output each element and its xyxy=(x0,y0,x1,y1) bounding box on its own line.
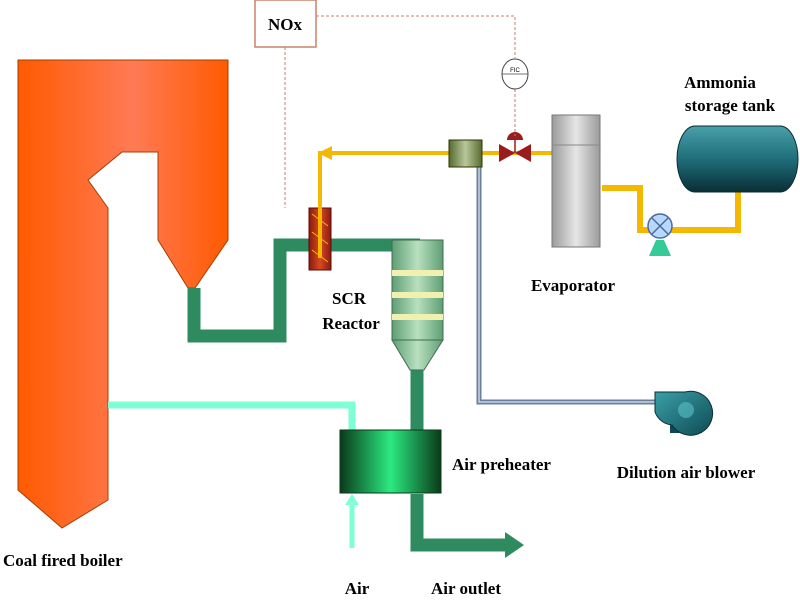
air-outlet-label: Air outlet xyxy=(431,579,501,598)
ammonia-flow-arrow xyxy=(318,146,332,160)
pump-cross-2 xyxy=(651,217,669,235)
scr-reactor-body xyxy=(391,239,444,341)
air-preheater-label: Air preheater xyxy=(452,455,551,474)
ammonia-air-mixer xyxy=(448,139,483,168)
hot-air-line xyxy=(108,401,356,430)
coal-fired-boiler xyxy=(17,59,229,529)
control-valve-right xyxy=(515,144,531,162)
scr-label-line1: SCR xyxy=(332,289,367,308)
dilution-air-line-highlight xyxy=(478,163,655,403)
scr-catalyst-layer-1 xyxy=(392,270,443,276)
ammonia-tank-label-line1: Ammonia xyxy=(684,73,756,92)
flue-gas-duct xyxy=(187,238,420,343)
ammonia-tank-label-line2: storage tank xyxy=(685,96,776,115)
dilution-blower-label: Dilution air blower xyxy=(617,463,756,482)
evaporator-vessel xyxy=(551,114,601,248)
nox-label: NOx xyxy=(268,15,303,34)
nox-to-fic-signal-line xyxy=(316,15,516,58)
air-outlet-arrow xyxy=(505,532,524,558)
ammonia-storage-tank xyxy=(676,125,799,193)
air-preheater xyxy=(339,429,442,494)
air-inlet-arrow xyxy=(345,494,359,505)
fic-label: FIC xyxy=(510,68,520,74)
control-valve xyxy=(499,144,515,162)
blower-hub xyxy=(678,402,694,418)
ammonia-pump-base xyxy=(649,240,671,256)
evaporator-label: Evaporator xyxy=(531,276,616,295)
scr-catalyst-layer-2 xyxy=(392,292,443,298)
scr-hopper xyxy=(391,339,444,371)
tank-to-evaporator-line xyxy=(602,185,741,233)
nox-analyzer-box xyxy=(254,0,317,48)
boiler-label: Coal fired boiler xyxy=(3,551,123,570)
scr-label-line2: Reactor xyxy=(322,314,380,333)
air-inlet-label: Air xyxy=(345,579,370,598)
air-outlet-duct xyxy=(410,494,505,552)
scr-catalyst-layer-3 xyxy=(392,314,443,320)
